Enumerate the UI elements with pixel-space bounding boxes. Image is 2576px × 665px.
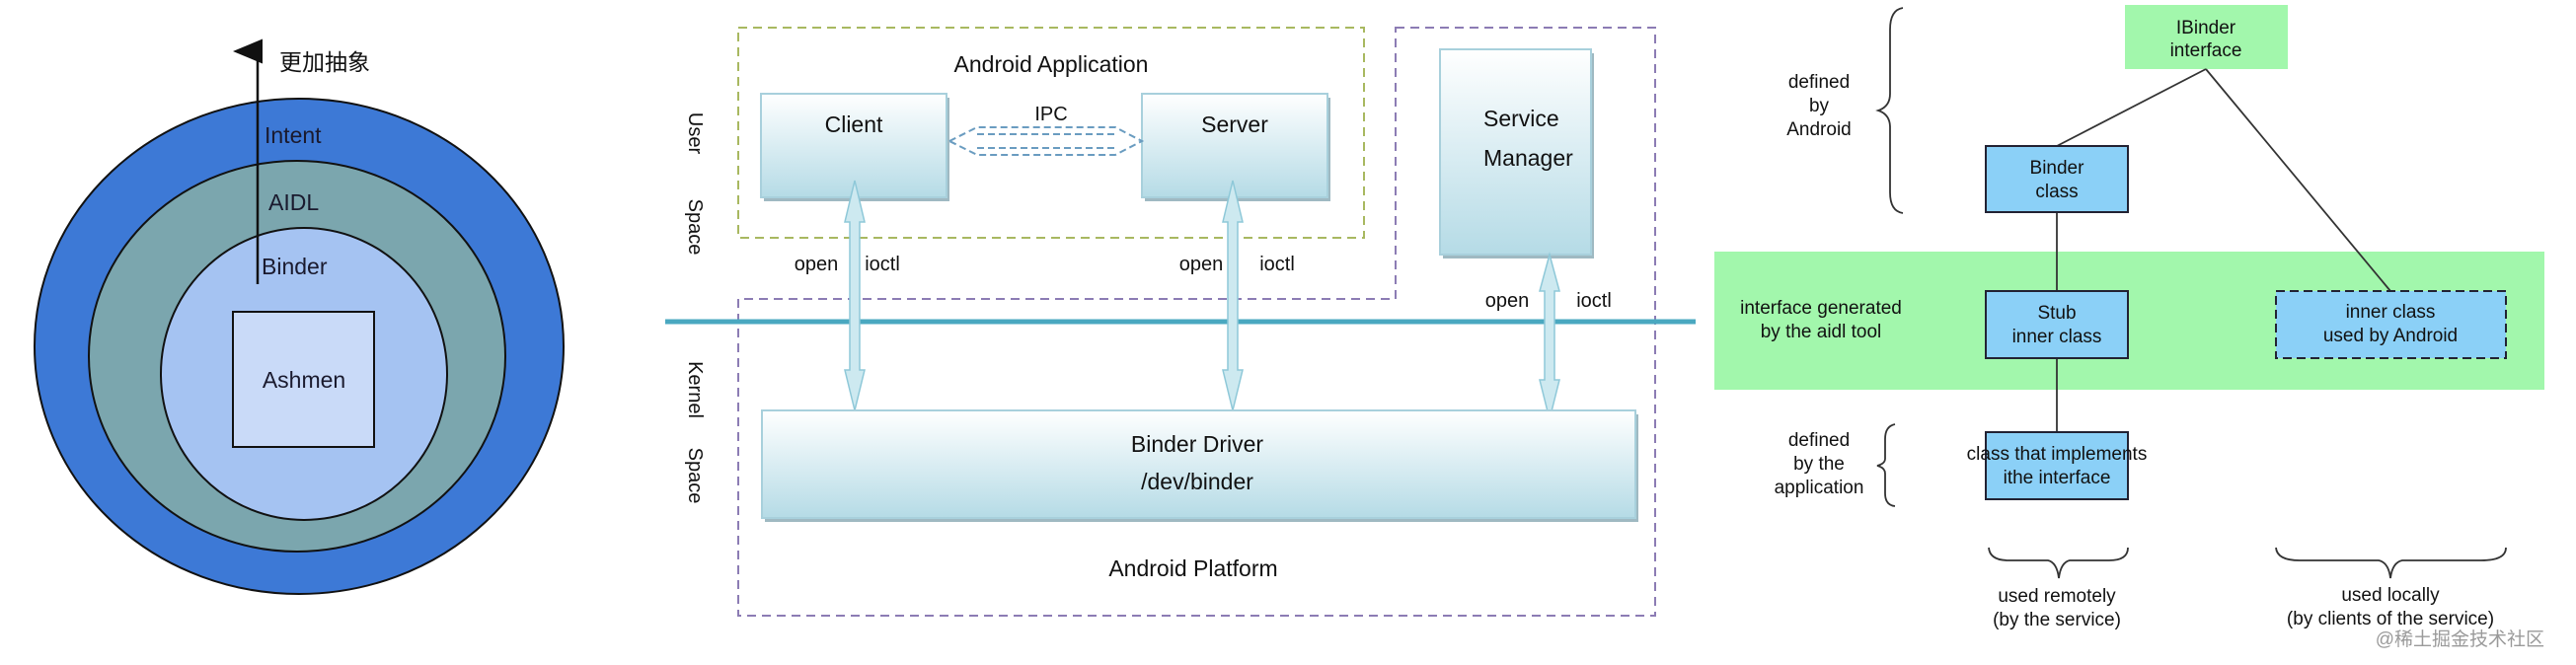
server-box: Server <box>1141 93 1330 201</box>
inner-class-label-2: used by Android <box>2323 326 2458 346</box>
service-manager-ioctl-label: ioctl <box>1576 290 1612 312</box>
local-usage-brace <box>2275 547 2507 579</box>
binder-architecture-diagram: Android Application Client Server Servic… <box>665 27 1696 617</box>
android-application-boundary <box>737 27 1365 239</box>
android-platform-boundary <box>737 27 1656 617</box>
inner-class-label-1: inner class <box>2346 302 2436 323</box>
dev-binder-label: /dev/binder <box>1141 469 1253 494</box>
used-remotely-1: used remotely <box>1998 586 2116 607</box>
defined-by-android-2: by <box>1809 96 1830 116</box>
impl-label-2: ithe interface <box>2004 468 2111 488</box>
binder-driver-box: Binder Driver /dev/binder <box>761 409 1638 522</box>
android-inner-class-box <box>2275 290 2507 359</box>
defined-by-app-1: defined <box>1788 430 1850 451</box>
impl-label-1: class that implements <box>1967 444 2148 465</box>
ashmen-box <box>232 311 375 448</box>
binder-class-box <box>1985 145 2129 213</box>
defined-by-app-2: by the <box>1793 454 1845 475</box>
generated-by-aidl-1: interface generated <box>1740 298 1902 319</box>
service-manager-open-label: open <box>1485 290 1530 312</box>
kernel-space-label: Kernel Space <box>684 361 706 503</box>
kernel-label: Kernel <box>684 361 706 418</box>
server-label: Server <box>1201 111 1268 137</box>
generated-by-aidl-2: by the aidl tool <box>1761 322 1882 342</box>
ipc-label: IPC <box>1034 104 1067 125</box>
android-application-title: Android Application <box>954 51 1149 77</box>
server-driver-arrow <box>1222 180 1244 411</box>
user-space-word: Space <box>684 199 706 256</box>
client-label: Client <box>825 111 883 137</box>
implementation-class-box <box>1985 431 2129 500</box>
client-box: Client <box>760 93 949 201</box>
ashmen-label: Ashmen <box>263 367 345 393</box>
defined-by-android-1: defined <box>1788 72 1850 93</box>
client-ioctl-label: ioctl <box>865 254 900 275</box>
stub-inner-class-box <box>1985 290 2129 359</box>
used-locally-2: (by clients of the service) <box>2287 609 2494 629</box>
defined-by-app-3: application <box>1775 478 1864 498</box>
ibinder-label-2: interface <box>2170 40 2242 61</box>
client-driver-arrow <box>844 180 866 411</box>
service-manager-driver-arrow <box>1539 252 1560 420</box>
ibinder-interface-box <box>2125 5 2288 69</box>
user-space-label: User Space <box>684 112 706 255</box>
binder-label: Binder <box>262 254 328 279</box>
binder-class-hierarchy-diagram: IBinder interface Binder class Stub inne… <box>1714 5 2544 650</box>
ibinder-inner-link <box>2205 68 2391 292</box>
client-open-label: open <box>795 254 839 275</box>
ipc-double-arrow <box>947 126 1145 156</box>
user-label: User <box>684 112 706 155</box>
android-defined-brace <box>1875 7 1904 214</box>
binder-class-label-1: Binder <box>2030 158 2085 179</box>
application-defined-brace <box>1876 423 1896 507</box>
layer-rings-diagram: 更加抽象 Intent AIDL Binder Ashmen <box>34 38 565 595</box>
aidl-label: AIDL <box>268 189 319 215</box>
stub-label-1: Stub <box>2037 303 2076 324</box>
service-manager-label-1: Service <box>1483 106 1559 131</box>
binder-driver-label: Binder Driver <box>1131 431 1264 457</box>
ibinder-binder-link <box>2056 68 2207 147</box>
defined-by-android-3: Android <box>1786 119 1852 140</box>
remote-usage-brace <box>1988 547 2129 579</box>
watermark: @稀土掘金技术社区 <box>2376 628 2544 650</box>
server-open-label: open <box>1179 254 1224 275</box>
ibinder-label-1: IBinder <box>2176 18 2236 38</box>
service-manager-label-2: Manager <box>1483 145 1573 171</box>
abstraction-label: 更加抽象 <box>279 50 370 76</box>
android-platform-label: Android Platform <box>1108 555 1277 581</box>
server-ioctl-label: ioctl <box>1259 254 1295 275</box>
used-remotely-2: (by the service) <box>1993 610 2121 630</box>
kernel-space-word: Space <box>684 448 706 504</box>
intent-label: Intent <box>265 122 322 148</box>
stub-label-2: inner class <box>2012 327 2102 347</box>
used-locally-1: used locally <box>2341 585 2440 606</box>
service-manager-box: Service Manager <box>1439 48 1594 259</box>
binder-class-label-2: class <box>2035 182 2078 202</box>
